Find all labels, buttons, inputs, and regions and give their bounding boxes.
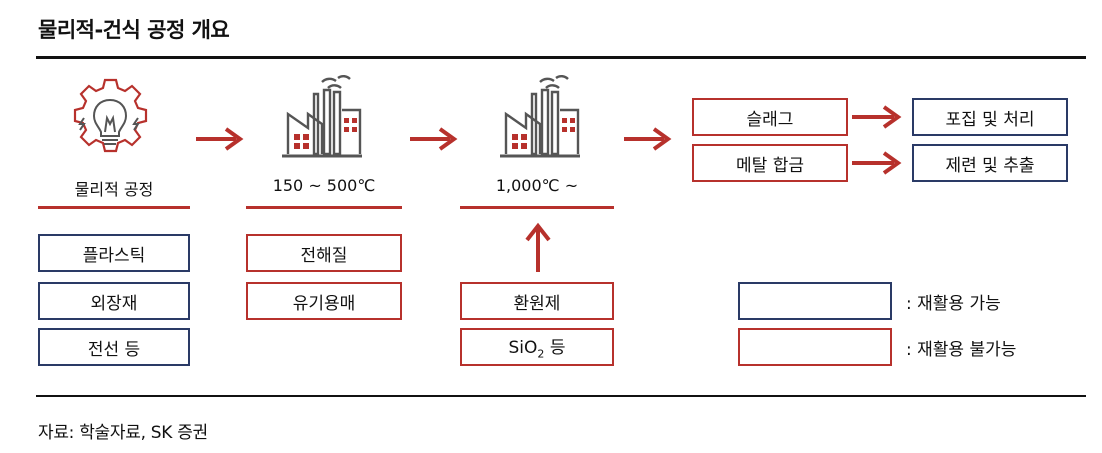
input-box-casing: 외장재: [38, 282, 190, 320]
legend-label-recyclable: : 재활용 가능: [906, 294, 1001, 314]
legend-swatch-non-recyclable: [738, 328, 892, 366]
arrow-right-icon: [852, 105, 902, 129]
stage-label-physical: 물리적 공정: [74, 180, 154, 199]
legend-swatch-recyclable: [738, 282, 892, 320]
stage-underline: [460, 206, 614, 209]
input-box-sio2: SiO2 등: [460, 328, 614, 366]
stage-label-high-temp: 1,000℃ ~: [495, 176, 579, 195]
factory-icon: [282, 75, 362, 158]
input-box-electrolyte: 전해질: [246, 234, 402, 272]
stage-underline: [246, 206, 402, 209]
arrow-right-icon: [410, 127, 458, 151]
arrow-right-icon: [852, 151, 902, 175]
arrow-right-icon: [196, 127, 244, 151]
result-box-refining: 제련 및 추출: [912, 144, 1068, 182]
stage-label-low-temp: 150 ~ 500℃: [272, 176, 376, 195]
legend-label-non-recyclable: : 재활용 불가능: [906, 340, 1017, 360]
stage-underline: [38, 206, 190, 209]
factory-icon: [500, 75, 580, 158]
result-box-collection: 포집 및 처리: [912, 98, 1068, 136]
arrow-up-icon: [525, 222, 551, 272]
input-box-organic-solvent: 유기용매: [246, 282, 402, 320]
output-box-metal-alloy: 메탈 합금: [692, 144, 848, 182]
gear-bulb-icon: [73, 78, 148, 153]
source-note: 자료: 학술자료, SK 증권: [38, 423, 208, 443]
input-box-reductant: 환원제: [460, 282, 614, 320]
sio2-label: SiO2 등: [508, 338, 566, 361]
footer-divider: [36, 395, 1086, 397]
output-box-slag: 슬래그: [692, 98, 848, 136]
input-box-wire: 전선 등: [38, 328, 190, 366]
page-title: 물리적-건식 공정 개요: [38, 18, 230, 42]
input-box-plastic: 플라스틱: [38, 234, 190, 272]
title-divider: [36, 56, 1086, 59]
arrow-right-icon: [624, 127, 672, 151]
